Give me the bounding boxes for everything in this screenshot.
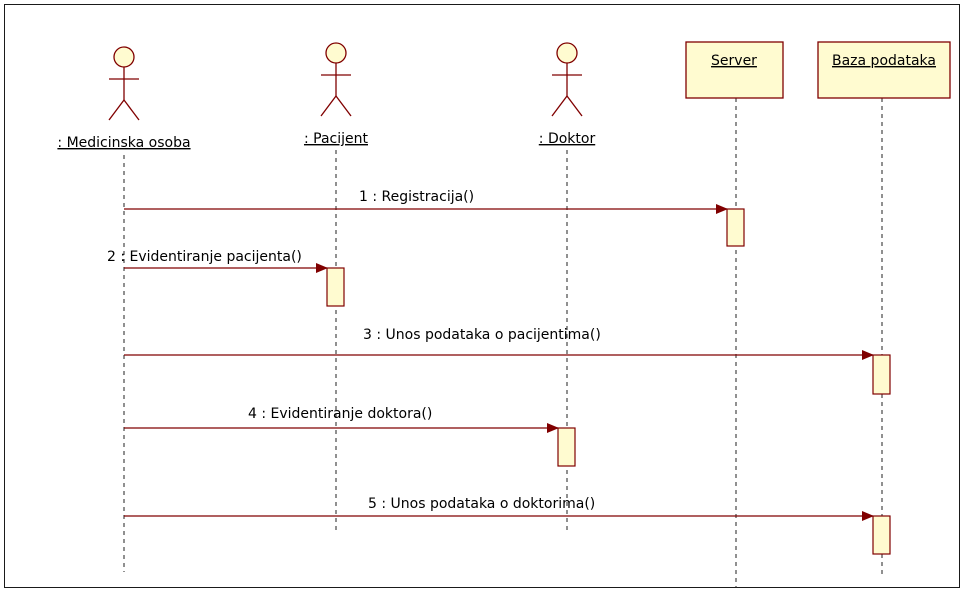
activation-baza-2 <box>872 515 891 555</box>
object-baza-box <box>817 41 951 99</box>
object-label-server: Server <box>711 53 757 69</box>
actor-pacijent <box>320 42 352 117</box>
message-label-5: 5 : Unos podataka o doktorima() <box>368 496 595 512</box>
message-label-2: 2 : Evidentiranje pacijenta() <box>107 249 302 265</box>
actor-medicinska <box>108 46 140 121</box>
activation-server <box>726 208 745 247</box>
message-label-3: 3 : Unos podataka o pacijentima() <box>363 327 601 343</box>
object-server-box <box>685 41 784 99</box>
activation-pacijent <box>326 267 345 307</box>
actor-label-pacijent: : Pacijent <box>304 131 369 147</box>
activation-baza-1 <box>872 354 891 395</box>
diagram-frame <box>4 4 960 588</box>
activation-doktor <box>557 427 576 467</box>
actor-label-medicinska: : Medicinska osoba <box>57 135 190 151</box>
message-label-4: 4 : Evidentiranje doktora() <box>248 406 432 422</box>
message-label-1: 1 : Registracija() <box>359 189 474 205</box>
actor-label-doktor: : Doktor <box>539 131 596 147</box>
actor-doktor <box>551 42 583 117</box>
object-label-baza: Baza podataka <box>832 53 936 69</box>
